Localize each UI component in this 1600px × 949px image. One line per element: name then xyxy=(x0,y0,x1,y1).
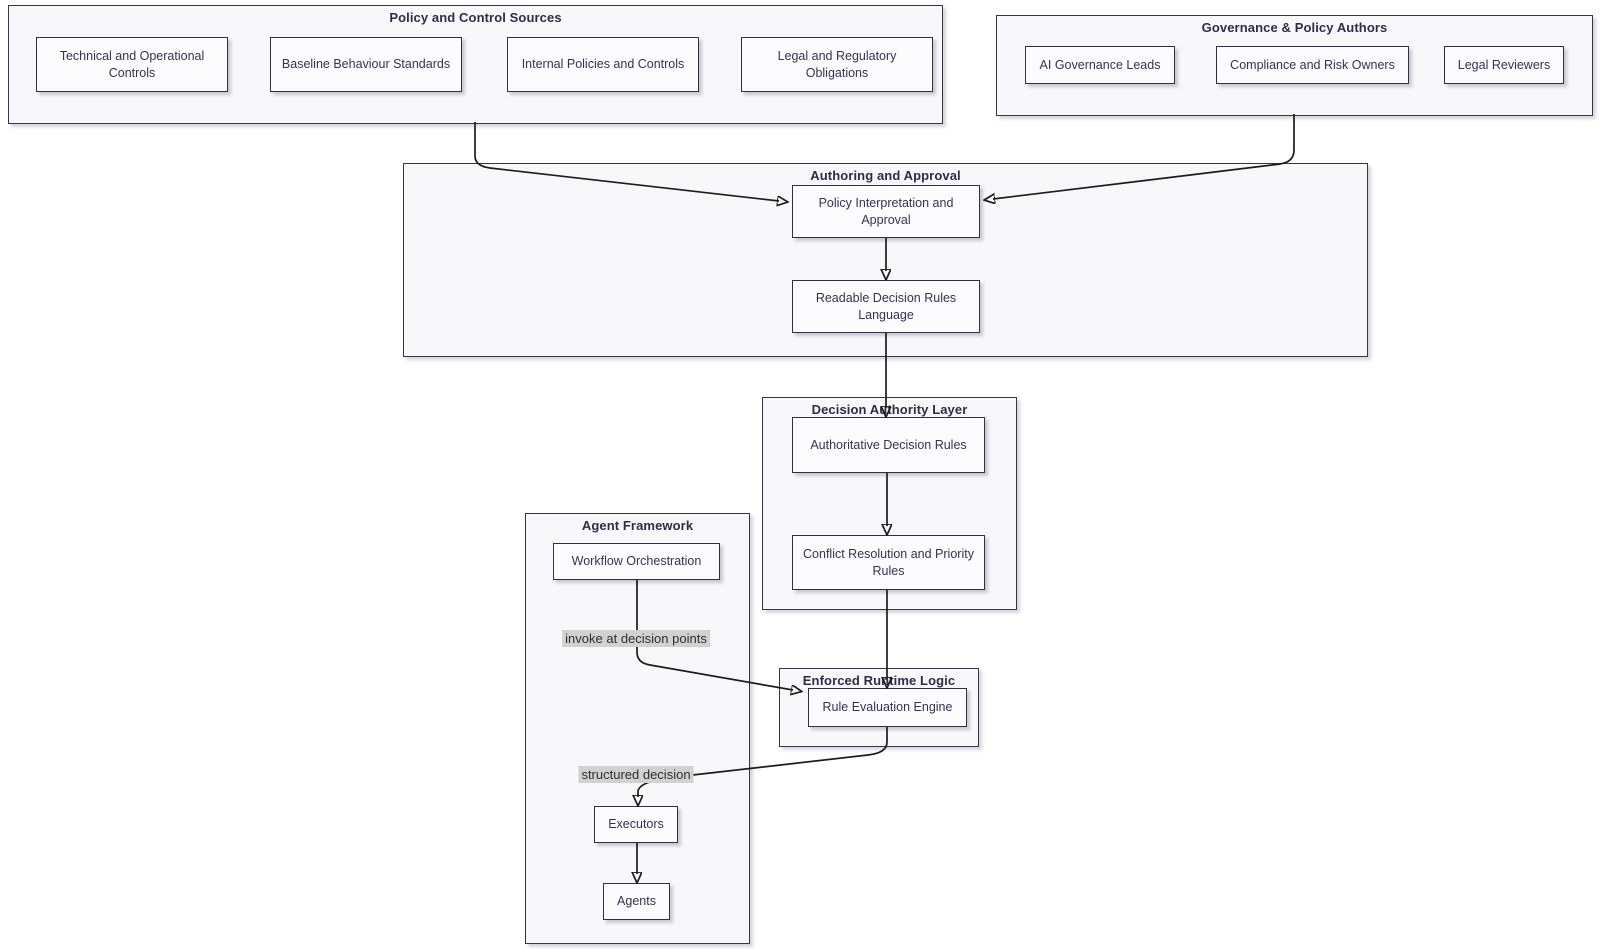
cluster-title-decision-authority: Decision Authority Layer xyxy=(811,402,968,417)
node-policy-interpretation-approval: Policy Interpretation and Approval xyxy=(792,185,980,238)
node-compliance-risk-owners: Compliance and Risk Owners xyxy=(1216,46,1409,84)
cluster-title-authoring-approval: Authoring and Approval xyxy=(810,168,961,183)
node-workflow-orchestration: Workflow Orchestration xyxy=(553,543,720,580)
node-readable-decision-rules-language: Readable Decision Rules Language xyxy=(792,280,980,333)
node-technical-operational-controls: Technical and Operational Controls xyxy=(36,37,228,92)
cluster-title-policy-sources: Policy and Control Sources xyxy=(389,10,562,25)
cluster-title-enforced-runtime: Enforced Runtime Logic xyxy=(802,673,956,688)
cluster-title-agent-framework: Agent Framework xyxy=(581,518,694,533)
node-agents: Agents xyxy=(603,883,670,920)
node-executors: Executors xyxy=(594,806,678,843)
node-rule-evaluation-engine: Rule Evaluation Engine xyxy=(808,688,967,727)
node-ai-governance-leads: AI Governance Leads xyxy=(1025,46,1175,84)
node-legal-reviewers: Legal Reviewers xyxy=(1444,46,1564,84)
node-legal-regulatory-obligations: Legal and Regulatory Obligations xyxy=(741,37,933,92)
edge-label-invoke-at-decision-points: invoke at decision points xyxy=(562,630,710,647)
cluster-title-governance-authors: Governance & Policy Authors xyxy=(1201,20,1388,35)
node-conflict-resolution-priority-rules: Conflict Resolution and Priority Rules xyxy=(792,535,985,590)
edge-label-structured-decision: structured decision xyxy=(578,766,694,783)
node-baseline-behaviour-standards: Baseline Behaviour Standards xyxy=(270,37,462,92)
node-internal-policies-controls: Internal Policies and Controls xyxy=(507,37,699,92)
node-authoritative-decision-rules: Authoritative Decision Rules xyxy=(792,417,985,473)
